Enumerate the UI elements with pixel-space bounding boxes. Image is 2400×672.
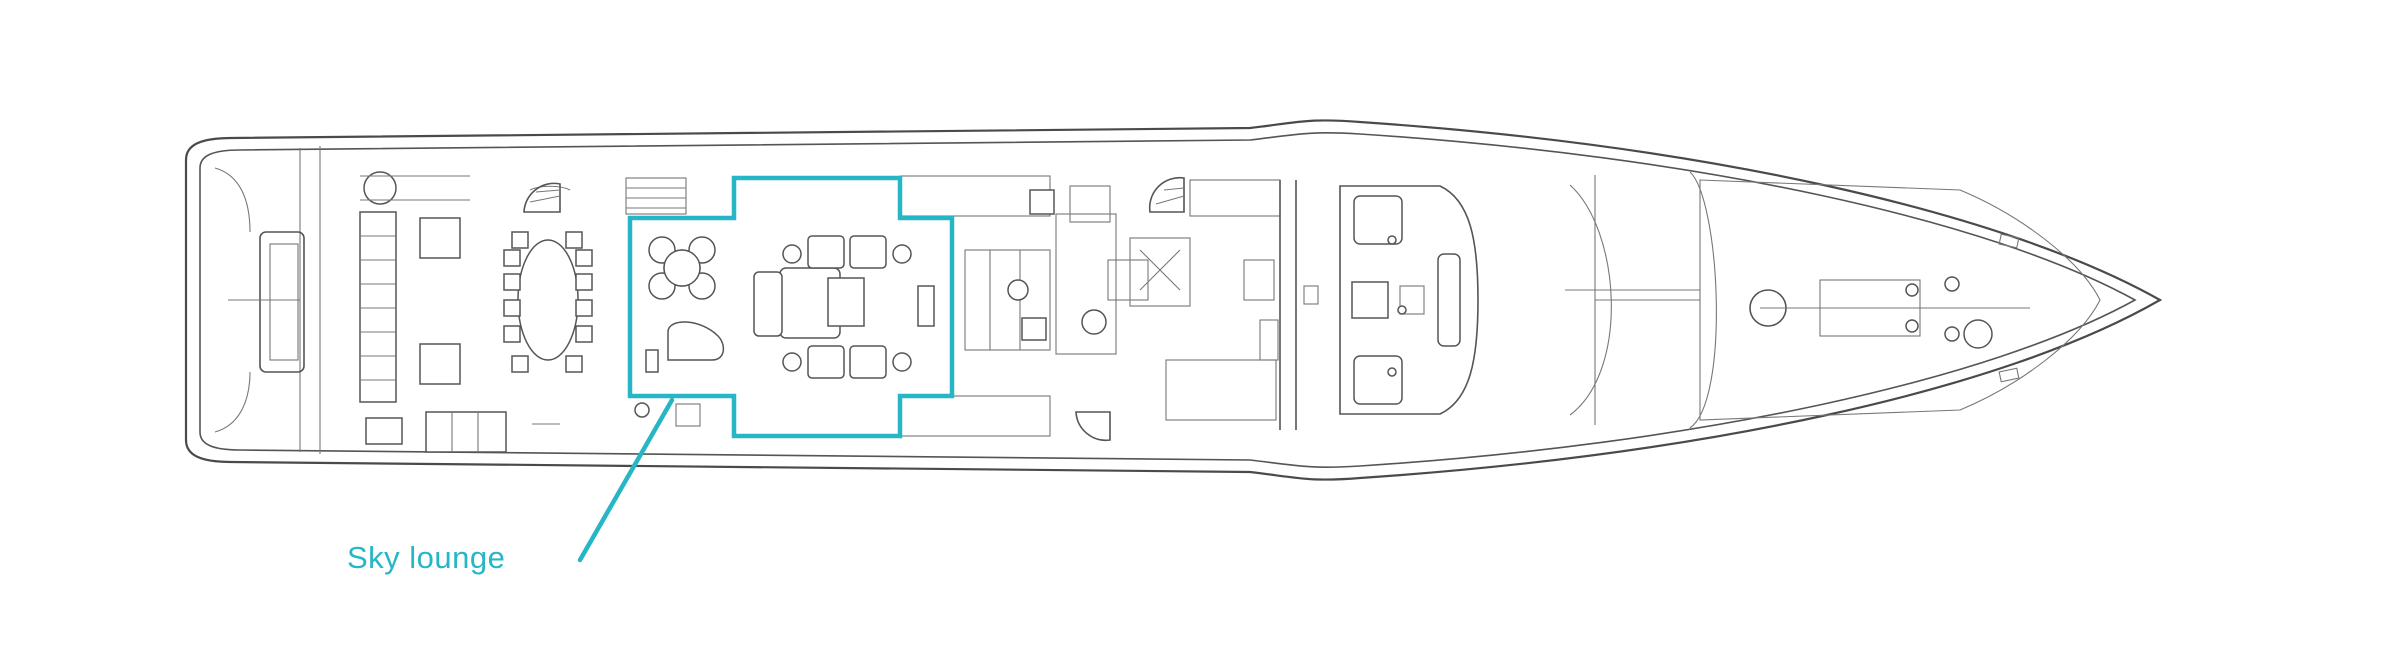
foredeck bbox=[1749, 233, 2030, 383]
sky-lounge-zone bbox=[577, 175, 955, 563]
stern-area bbox=[214, 167, 593, 453]
sky-lounge-label: Sky lounge bbox=[347, 540, 506, 575]
hull-outline bbox=[184, 119, 2163, 481]
forward-lounge bbox=[1339, 185, 1479, 415]
midship-area bbox=[523, 175, 1319, 442]
